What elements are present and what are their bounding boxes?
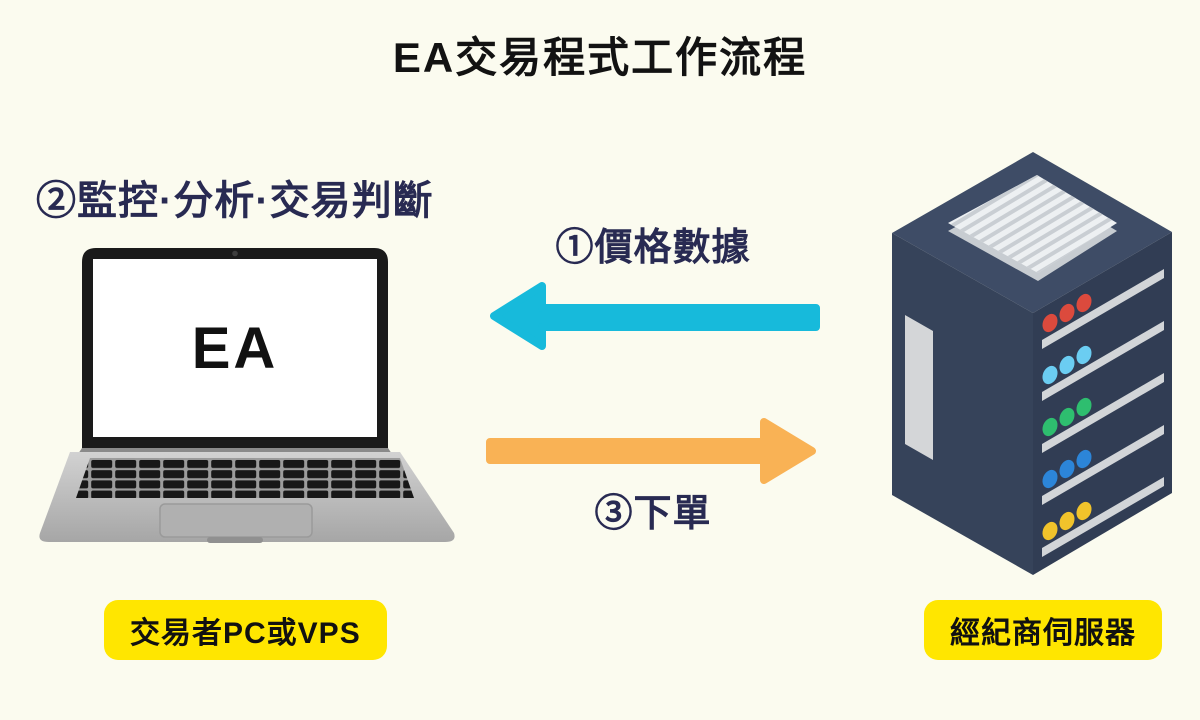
laptop-icon bbox=[39, 248, 455, 543]
laptop-caption-badge: 交易者PC或VPS bbox=[104, 600, 387, 660]
server-rack-bars bbox=[1042, 269, 1164, 557]
server-side-panel bbox=[905, 315, 933, 460]
server-led-lights bbox=[1042, 293, 1092, 541]
page-title: EA交易程式工作流程 bbox=[392, 34, 808, 81]
laptop-illustration: EA bbox=[30, 240, 460, 555]
trackpad bbox=[159, 503, 313, 538]
webcam-icon bbox=[232, 250, 238, 257]
price-data-label: ①價格數據 bbox=[555, 227, 751, 269]
server-icon bbox=[892, 152, 1172, 575]
ea-screen-label: EA bbox=[191, 315, 279, 381]
server-caption-badge: 經紀商伺服器 bbox=[924, 600, 1162, 660]
keyboard-keys bbox=[76, 458, 414, 498]
order-arrow bbox=[486, 418, 816, 484]
price-data-arrow bbox=[490, 282, 820, 350]
laptop-step-label: ②監控·分析·交易判斷 bbox=[36, 179, 434, 223]
server-illustration bbox=[880, 140, 1180, 585]
vent-icon bbox=[948, 175, 1117, 273]
order-label: ③下單 bbox=[594, 493, 712, 535]
